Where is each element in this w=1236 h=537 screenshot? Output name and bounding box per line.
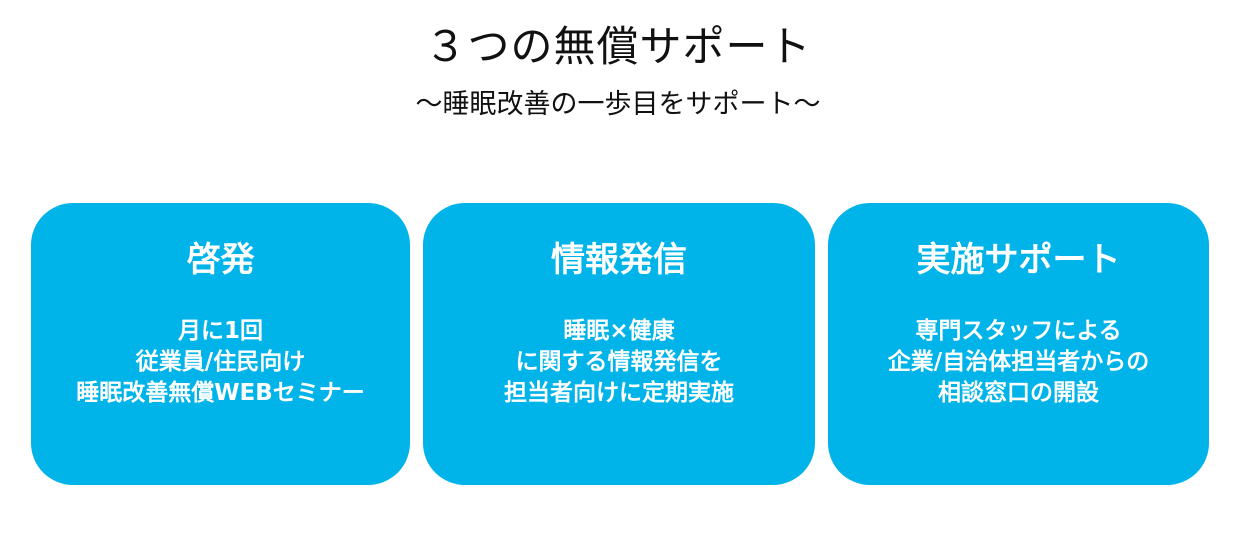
page-title: ３つの無償サポート [424,22,812,71]
card-line: 月に1回 [177,318,263,344]
card-line: に関する情報発信を [515,349,723,375]
support-card-awareness: 啓発 月に1回 従業員/住民向け 睡眠改善無償WEBセミナー [31,203,410,485]
card-line: 従業員/住民向け [135,349,306,375]
card-description: 睡眠×健康 に関する情報発信を 担当者向けに定期実施 [423,316,815,409]
card-line: 睡眠改善無償WEBセミナー [76,380,365,406]
card-heading: 実施サポート [916,240,1121,280]
page-subtitle: ～睡眠改善の一歩目をサポート～ [415,89,821,120]
card-line: 専門スタッフによる [915,318,1122,344]
card-description: 専門スタッフによる 企業/自治体担当者からの 相談窓口の開設 [828,316,1209,409]
support-card-information: 情報発信 睡眠×健康 に関する情報発信を 担当者向けに定期実施 [423,203,815,485]
support-card-implementation: 実施サポート 専門スタッフによる 企業/自治体担当者からの 相談窓口の開設 [828,203,1209,485]
card-line: 睡眠×健康 [563,318,675,344]
card-description: 月に1回 従業員/住民向け 睡眠改善無償WEBセミナー [31,316,410,409]
card-line: 担当者向けに定期実施 [504,380,734,406]
card-heading: 啓発 [186,240,255,280]
card-line: 企業/自治体担当者からの [887,349,1150,375]
card-heading: 情報発信 [551,240,687,280]
card-line: 相談窓口の開設 [938,380,1099,406]
